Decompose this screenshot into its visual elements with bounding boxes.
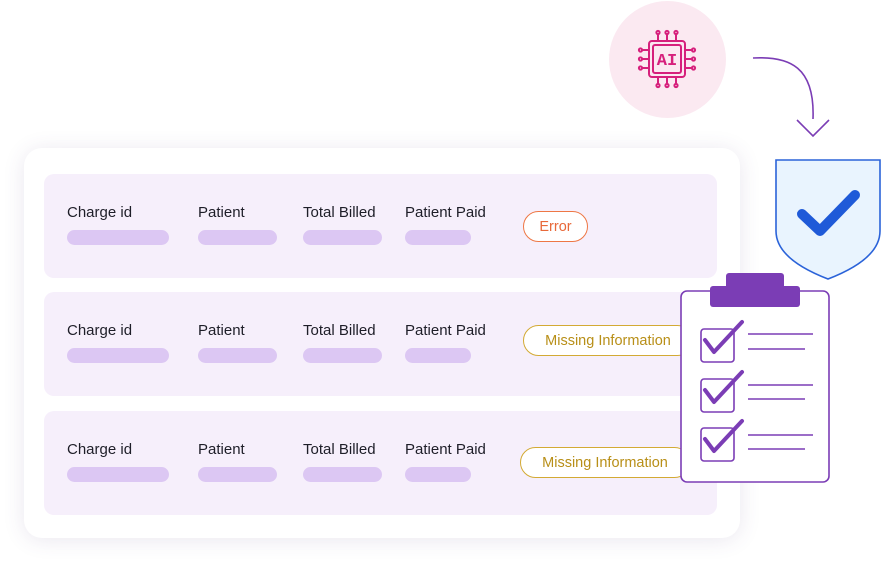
col-header: Patient Paid xyxy=(405,322,486,339)
col-charge-id: Charge id xyxy=(67,204,169,245)
col-total-billed: Total Billed xyxy=(303,204,382,245)
status-badge: Missing Information xyxy=(523,325,693,356)
col-header: Charge id xyxy=(67,322,133,339)
col-header: Patient Paid xyxy=(405,441,486,458)
table-row: Charge id Patient Total Billed Patient P… xyxy=(44,292,717,396)
placeholder-bar xyxy=(303,348,382,363)
shield-check-icon xyxy=(775,159,881,280)
col-patient-paid: Patient Paid xyxy=(405,441,486,482)
curved-arrow-icon xyxy=(752,56,830,138)
col-header: Charge id xyxy=(67,204,133,221)
table-row: Charge id Patient Total Billed Patient P… xyxy=(44,174,717,278)
col-patient: Patient xyxy=(198,322,277,363)
placeholder-bar xyxy=(198,348,277,363)
col-header: Patient xyxy=(198,204,245,221)
placeholder-bar xyxy=(405,467,471,482)
col-charge-id: Charge id xyxy=(67,322,169,363)
col-patient: Patient xyxy=(198,204,277,245)
col-header: Patient xyxy=(198,322,245,339)
status-badge: Missing Information xyxy=(520,447,690,478)
table-row: Charge id Patient Total Billed Patient P… xyxy=(44,411,717,515)
placeholder-bar xyxy=(67,230,169,245)
col-charge-id: Charge id xyxy=(67,441,169,482)
clipboard-checklist-icon xyxy=(680,273,830,483)
col-header: Total Billed xyxy=(303,322,376,339)
status-badge: Error xyxy=(523,211,588,242)
col-header: Total Billed xyxy=(303,204,376,221)
col-total-billed: Total Billed xyxy=(303,441,382,482)
placeholder-bar xyxy=(405,348,471,363)
placeholder-bar xyxy=(303,467,382,482)
col-header: Charge id xyxy=(67,441,133,458)
ai-chip-icon: AI xyxy=(637,29,697,89)
placeholder-bar xyxy=(67,467,169,482)
ai-chip-label: AI xyxy=(657,52,677,71)
ai-chip-badge xyxy=(609,1,726,118)
col-patient-paid: Patient Paid xyxy=(405,204,486,245)
col-header: Total Billed xyxy=(303,441,376,458)
col-patient-paid: Patient Paid xyxy=(405,322,486,363)
placeholder-bar xyxy=(198,230,277,245)
placeholder-bar xyxy=(303,230,382,245)
col-patient: Patient xyxy=(198,441,277,482)
placeholder-bar xyxy=(198,467,277,482)
col-header: Patient xyxy=(198,441,245,458)
col-header: Patient Paid xyxy=(405,204,486,221)
placeholder-bar xyxy=(67,348,169,363)
placeholder-bar xyxy=(405,230,471,245)
col-total-billed: Total Billed xyxy=(303,322,382,363)
